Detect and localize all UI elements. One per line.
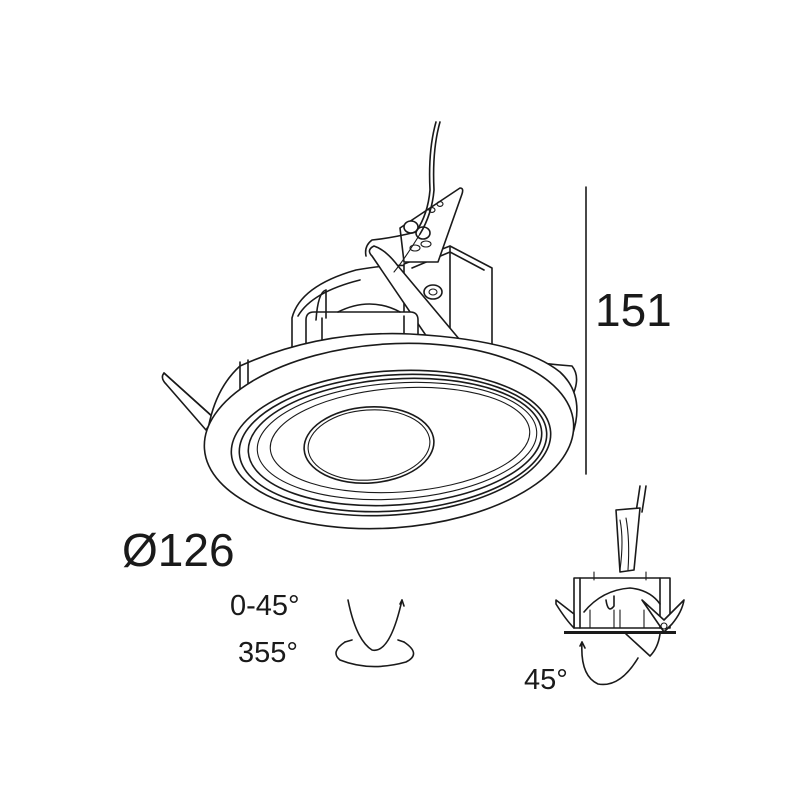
tilt-detail-illustration (555, 485, 685, 686)
tilt-arc-icon (347, 599, 405, 651)
terminal-plate (399, 187, 464, 263)
rotation-ellipse-arrow-icon (335, 639, 415, 668)
detail-tilt-label: 45° (524, 664, 568, 696)
left-spring-clip (161, 372, 215, 431)
main-fixture-illustration (161, 121, 578, 530)
power-cable (364, 121, 441, 273)
bezel-face (203, 342, 575, 530)
rotation-label: 355° (238, 637, 298, 669)
height-dimension-label: 151 (595, 284, 672, 336)
tilt-range-label: 0-45° (230, 590, 300, 622)
lens (303, 406, 435, 484)
diameter-dimension-label: Ø126 (122, 524, 235, 576)
